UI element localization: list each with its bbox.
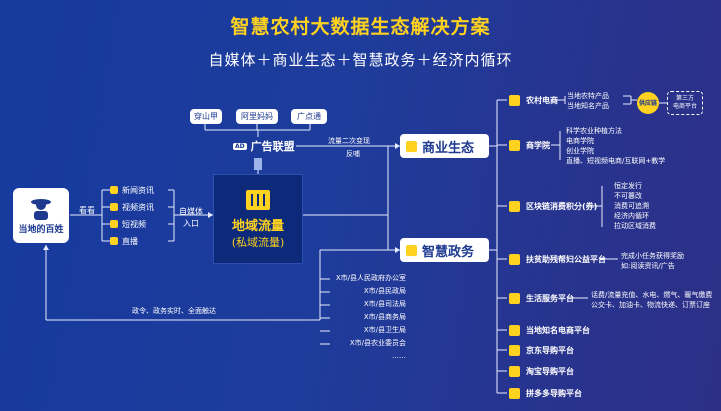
platform-local-item: 当地知名电商平台 [509, 323, 590, 337]
academy-item: 商学院 [509, 138, 550, 152]
live-icon [110, 237, 118, 245]
umbrella-icon [509, 292, 520, 304]
blockchain-sub-list: 恒定发行 不可篡改 消费可追溯 经济内循环 拉动区域消费 [614, 182, 656, 230]
blockchain-item: 区块链消费积分(券) [509, 199, 597, 213]
gov-icon [406, 244, 417, 256]
video-icon [110, 203, 118, 211]
people-label: 当地的百姓 [18, 225, 64, 235]
self-media-label: 自媒体 [179, 207, 203, 216]
gov-office: X市/县民政局 [363, 287, 406, 295]
traffic-title: 地域流量 [231, 218, 284, 234]
life-sub-list: 话费/流量充值、水电、燃气、暖气缴费 公交卡、加油卡、物流快递、订票订座 [591, 291, 713, 309]
ad-alliance: AD 广告联盟 [233, 140, 295, 153]
gov-office: X市/县卫生局 [363, 326, 406, 334]
traffic-logo-icon [246, 189, 270, 210]
feedback-label: 反哺 [346, 150, 360, 158]
gov-office: …… [392, 352, 406, 360]
poverty-sub-list: 完成小任务获得奖励 如:阅读资讯/广告 [621, 252, 684, 270]
ad-icon: AD [233, 142, 247, 150]
entry-label: 入口 [183, 219, 199, 228]
pinduoduo-icon [509, 387, 520, 399]
heart-hand-icon [509, 253, 520, 265]
gov-office-list: X市/县人民政府办公室 X市/县民政局 X市/县司法局 X市/县商务局 X市/县… [330, 272, 406, 363]
media-item-short-video: 短视频 [110, 217, 176, 231]
media-item-video: 视频资讯 [110, 200, 176, 214]
commerce-box: 商业生态 [400, 134, 489, 158]
rural-ecommerce-item: 农村电商 [509, 93, 558, 107]
short-video-icon [110, 220, 118, 228]
media-item-news: 新闻资讯 [110, 183, 176, 197]
gov-reach-label: 政令、政务实时、全面触达 [132, 307, 216, 315]
third-party-platform: 第三方电商平台 [667, 91, 703, 115]
partner-guangdiantong: 广点通 [291, 109, 327, 124]
shop-icon [509, 94, 520, 106]
taobao-icon [509, 365, 520, 377]
life-service-item: 生活服务平台 [509, 291, 574, 305]
poverty-relief-item: 扶贫助残帮妇公益平台 [509, 252, 606, 266]
media-item-live: 直播 [110, 234, 176, 248]
news-icon [110, 186, 118, 194]
watch-label: 看看 [79, 206, 95, 215]
platform-pdd-item: 拼多多导购平台 [509, 386, 582, 400]
platform-jd-item: 京东导购平台 [509, 343, 574, 357]
commerce-icon [406, 140, 417, 152]
jd-icon [509, 344, 520, 356]
local-people-box: 当地的百姓 [13, 188, 69, 243]
partner-pangle: 穿山甲 [190, 109, 222, 124]
laptop-icon [509, 324, 520, 336]
supply-chain-badge: 供应链 [637, 92, 659, 114]
regional-traffic-box: 地域流量 (私域流量) [213, 174, 303, 264]
gov-box: 智慧政务 [400, 238, 489, 262]
farmer-icon [31, 199, 51, 220]
graduation-cap-icon [509, 139, 520, 151]
blockchain-icon [509, 200, 520, 212]
gov-office: X市/县农业委员会 [349, 339, 406, 347]
gov-office: X市/县商务局 [363, 313, 406, 321]
ecommerce-sub-list: 当地农特产品 当地知名产品 [567, 92, 609, 110]
academy-sub-list: 科学农业种植方法 电商学院 创业学院 直播、短视频电商/互联网+教学 [566, 127, 666, 165]
page-subtitle: 自媒体＋商业生态＋智慧政务＋经济内循环 [208, 51, 513, 69]
traffic-subtitle: (私域流量) [231, 235, 285, 249]
platform-taobao-item: 淘宝导购平台 [509, 364, 574, 378]
traffic-monetize-label: 流量二次变现 [328, 137, 370, 145]
partner-alimama: 阿里妈妈 [236, 109, 278, 124]
gov-office: X市/县人民政府办公室 [335, 274, 406, 282]
gov-office: X市/县司法局 [363, 300, 406, 308]
page-title: 智慧农村大数据生态解决方案 [230, 16, 491, 38]
